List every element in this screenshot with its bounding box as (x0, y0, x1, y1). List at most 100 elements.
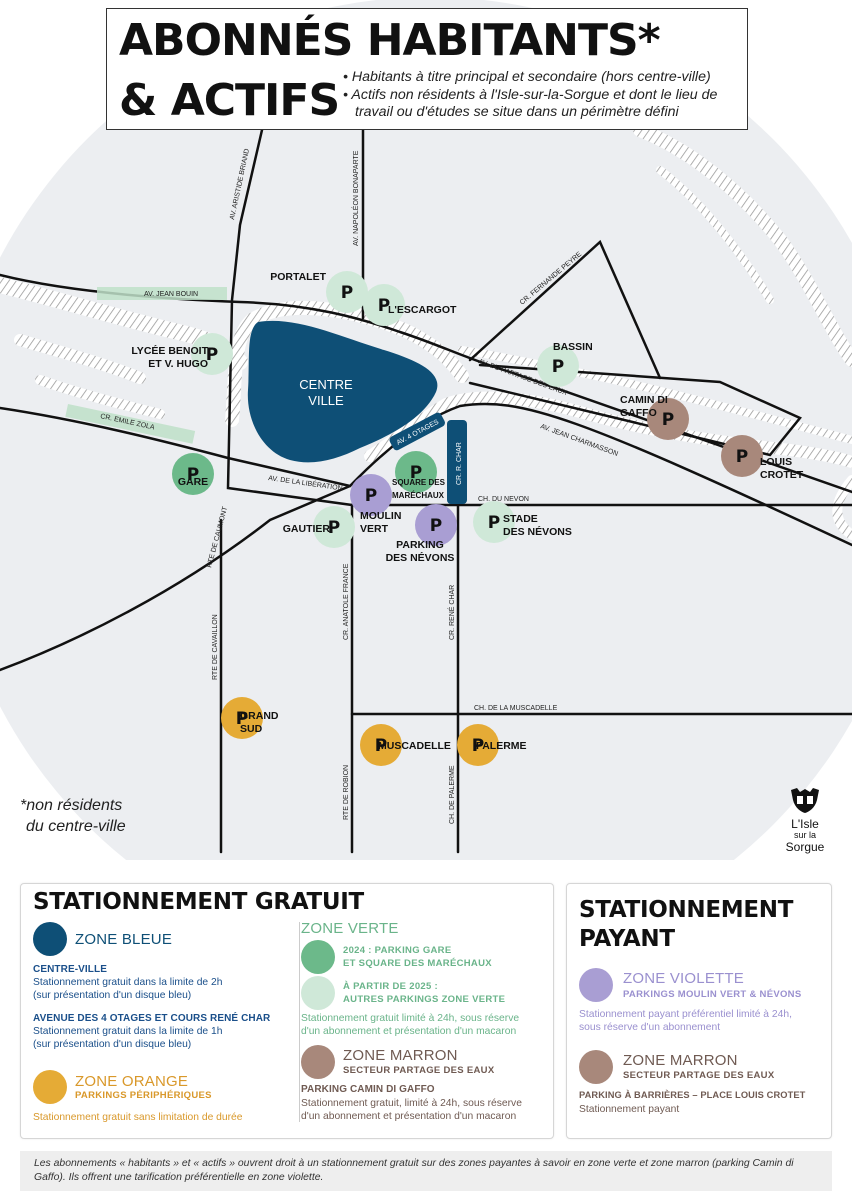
parking-label: CROTET (760, 469, 804, 481)
centre-ville-zone (247, 320, 438, 463)
parking-label: ET V. HUGO (148, 358, 208, 370)
parking-label: SQUARE DES (392, 478, 446, 487)
parking-circle (326, 271, 368, 313)
parking-p-icon: P (430, 516, 442, 536)
parking-label: GAFFO (620, 407, 657, 419)
blue-zone-4-otages (389, 412, 445, 451)
road-label: AV. NAPOLÉON BONAPARTE (351, 150, 360, 246)
parking-circle (191, 333, 233, 375)
parking-label: GARE (178, 476, 208, 488)
parking-circle (473, 501, 515, 543)
zone-marron-text: Stationnement gratuit, limité à 24h, sou… (301, 1097, 522, 1123)
parking-p-icon: P (472, 736, 484, 756)
text-line: sous réserve d'un abonnement (579, 1022, 721, 1033)
parking-circle (647, 398, 689, 440)
text-line: À PARTIR DE 2025 : (343, 981, 438, 992)
parking-label: DES NÉVONS (386, 551, 455, 564)
centre-ville-label-2: VILLE (308, 393, 344, 408)
zone-marron-subtitle: SECTEUR PARTAGE DES EAUX (343, 1065, 495, 1076)
title-bullets: • Habitants à titre principal et seconda… (343, 69, 743, 122)
green-bands (65, 287, 227, 444)
logo-line: L'Isle (791, 817, 819, 831)
crest-icon (791, 788, 819, 813)
zone-marron-name: ZONE MARRON (343, 1047, 458, 1064)
text-line: Stationnement payant préférentiel limité… (579, 1009, 792, 1020)
zone-verte-text: Stationnement gratuit limité à 24h, sous… (301, 1012, 519, 1038)
road-label: AV. JEAN BOUIN (144, 291, 198, 298)
zone-violette-subtitle: PARKINGS MOULIN VERT & NÉVONS (623, 989, 802, 1000)
zone-violette-name: ZONE VIOLETTE (623, 970, 744, 987)
text-line: Stationnement gratuit, limité à 24h, sou… (301, 1098, 522, 1109)
parking-p-icon: P (378, 296, 390, 316)
footnote: *non résidents du centre-ville (20, 795, 126, 837)
parking-p-icon: P (410, 463, 422, 483)
parking-circle (350, 474, 392, 516)
parking-p-icon: P (236, 709, 248, 729)
footnote-line: *non résidents (20, 797, 123, 814)
logo-line: Sorgue (785, 840, 825, 854)
zone-marron-dot (301, 1045, 335, 1079)
parking-label: GAUTIER (283, 523, 331, 535)
legend-paid-parking: STATIONNEMENT PAYANT ZONE VIOLETTE PARKI… (566, 883, 832, 1139)
zone-marron-paid-heading: PARKING À BARRIÈRES – PLACE LOUIS CROTET (579, 1090, 806, 1100)
text-line: Stationnement gratuit dans la limite de … (33, 977, 223, 988)
parking-p-icon: P (365, 486, 377, 506)
parking-label: PORTALET (270, 271, 326, 283)
zone-marron-paid-dot (579, 1050, 613, 1084)
parking-circle (721, 435, 763, 477)
parking-label: PALERME (476, 740, 527, 752)
parking-circle (221, 697, 263, 739)
parking-p-icon: P (736, 447, 748, 467)
title-line-2: & ACTIFS (119, 75, 340, 126)
zone-orange-name: ZONE ORANGE (75, 1073, 189, 1090)
parking-label: CAMIN DI (620, 394, 668, 406)
zone-bleue-block1-heading: CENTRE-VILLE (33, 964, 107, 975)
zone-bleue-block1-text: Stationnement gratuit dans la limite de … (33, 976, 222, 1002)
parking-label: VERT (360, 523, 389, 535)
text-line: Stationnement gratuit limité à 24h, sous… (301, 1013, 520, 1024)
text-line: 2024 : PARKING GARE (343, 945, 452, 956)
title-line: PAYANT (579, 926, 675, 952)
legend-free-title: STATIONNEMENT GRATUIT (33, 889, 364, 915)
zone-orange-dot (33, 1070, 67, 1104)
road-label: CH. DE PALERME (449, 765, 456, 824)
parking-circle (313, 506, 355, 548)
city-logo: L'Isle sur la Sorgue (776, 786, 834, 853)
parking-p-icon: P (206, 345, 218, 365)
zone-orange-subtitle: PARKINGS PÉRIPHÉRIQUES (75, 1090, 212, 1101)
centre-ville-label-1: CENTRE (299, 377, 353, 392)
parking-p-icon: P (552, 357, 564, 377)
zone-verte-2025-dot (301, 976, 335, 1010)
parking-circle (395, 451, 437, 493)
legend-free-parking: STATIONNEMENT GRATUIT ZONE BLEUE CENTRE-… (20, 883, 554, 1139)
zone-marron-paid-text: Stationnement payant (579, 1104, 680, 1115)
parking-p-icon: P (328, 518, 340, 538)
parking-label: LYCÉE BENOIT (131, 344, 208, 357)
zone-marron-paid-name: ZONE MARRON (623, 1052, 738, 1069)
zone-violette-text: Stationnement payant préférentiel limité… (579, 1008, 792, 1034)
title-bullet: • Actifs non résidents à l'Isle-sur-la-S… (343, 86, 718, 121)
parking-label: MUSCADELLE (378, 740, 451, 752)
parking-label: GRAND (240, 710, 279, 722)
parking-circle (415, 504, 457, 546)
parking-label: L'ESCARGOT (388, 304, 457, 316)
title-box: ABONNÉS HABITANTS* & ACTIFS • Habitants … (106, 8, 748, 130)
parking-label: SUD (240, 723, 263, 735)
road-label: CH. DU NEVON (478, 496, 529, 503)
logo-line: sur la (793, 830, 816, 840)
zone-orange-text: Stationnement gratuit sans limitation de… (33, 1112, 243, 1123)
title-line: STATIONNEMENT (579, 897, 794, 923)
road-label: CR. R. CHAR (456, 442, 463, 485)
parking-circle (457, 724, 499, 766)
parking-circle (172, 453, 214, 495)
parking-label: LOUIS (760, 456, 792, 468)
zone-bleue-block2-heading: AVENUE DES 4 OTAGES ET COURS RENÉ CHAR (33, 1013, 271, 1024)
